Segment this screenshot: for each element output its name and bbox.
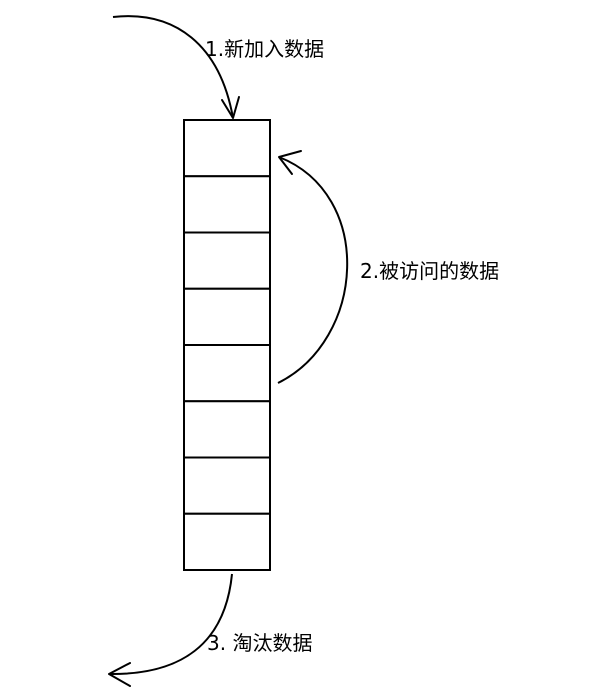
access-label: 2.被访问的数据 [360, 259, 499, 283]
cache-slot [183, 231, 271, 290]
cache-slot [183, 344, 271, 403]
cache-slot [183, 400, 271, 459]
cache-slot-stack [183, 119, 271, 571]
access-arrow [277, 150, 349, 384]
cache-slot [183, 456, 271, 515]
evict-label: 3. 淘汰数据 [207, 631, 312, 655]
insert-arrow [112, 15, 240, 119]
evict-arrow [108, 573, 233, 687]
cache-slot [183, 119, 271, 178]
cache-slot [183, 175, 271, 234]
cache-slot [183, 512, 271, 571]
insert-label: 1.新加入数据 [205, 37, 324, 61]
cache-slot [183, 287, 271, 346]
